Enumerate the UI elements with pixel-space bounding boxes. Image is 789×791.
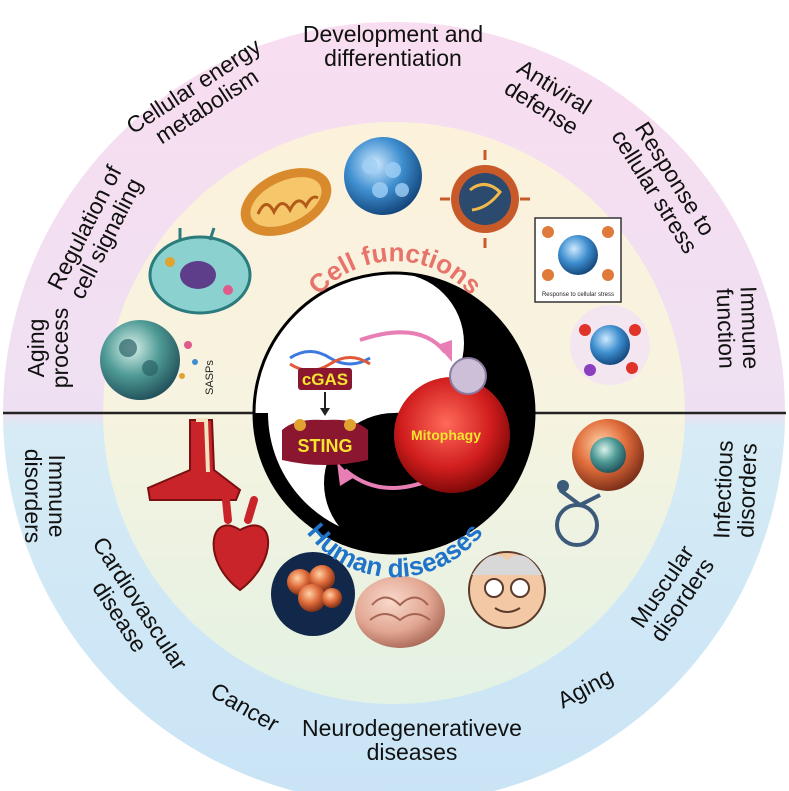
arrow-to-mitophagy-head [437,340,452,362]
disease-infectious-disorders-line: disorders [732,443,761,538]
cgas-label: cGAS [302,370,348,389]
disease-neurodegenerative-diseases-line: Neurodegenerativeve [302,715,522,741]
function-immune-function-label: Immunefunction [712,286,765,371]
heart-illustration [212,496,270,592]
mitophagy-cell: Mitophagy [394,357,510,493]
disease-immune-disorders-line: Immune [44,454,70,537]
mitochondrion-illustration [240,168,332,236]
disease-infectious-disorders-label: Infectiousdisorders [708,440,761,540]
function-aging-process-line: Aging [23,319,49,378]
wheelchair-illustration [555,480,601,547]
disease-neurodegenerative-diseases-line: diseases [367,739,458,765]
function-immune-function-line: function [712,288,741,369]
tumor-illustration [271,552,355,636]
senescent-cell-illustration: SASPs [100,320,216,400]
arrow-to-sting [343,468,431,490]
sting-label: STING [297,436,352,456]
function-aging-process-line: process [47,308,73,389]
function-development-differentiation-line: differentiation [324,45,462,71]
cgas-sting-link-head [320,408,330,416]
sting-badge: STING [282,419,368,465]
cellular-stress-panel-illustration: Response to cellular stress [534,217,622,303]
function-development-differentiation-line: Development and [303,21,483,47]
leg-joint-illustration [146,418,242,501]
mitophagy-label: Mitophagy [411,427,481,443]
brain-illustration [355,576,445,648]
stress-panel-caption: Response to cellular stress [542,292,614,298]
immune-cell-illustration [570,305,650,385]
sasps-label: SASPs [204,360,216,395]
cgas-badge: cGAS [289,350,371,390]
pathogen-illustration [572,419,644,491]
arrow-to-sting-head [337,462,353,486]
disease-infectious-disorders-line: Infectious [708,440,737,539]
virus-illustration [440,150,530,248]
disease-immune-disorders-label: Immunedisorders [20,449,70,544]
stem-cell-cluster-illustration [344,137,422,215]
function-aging-process-label: Agingprocess [23,308,73,389]
elderly-face-illustration [468,551,546,629]
cell-signaling-illustration [148,227,252,315]
function-immune-function-line: Immune [736,286,765,370]
disease-immune-disorders-line: disorders [20,449,46,544]
